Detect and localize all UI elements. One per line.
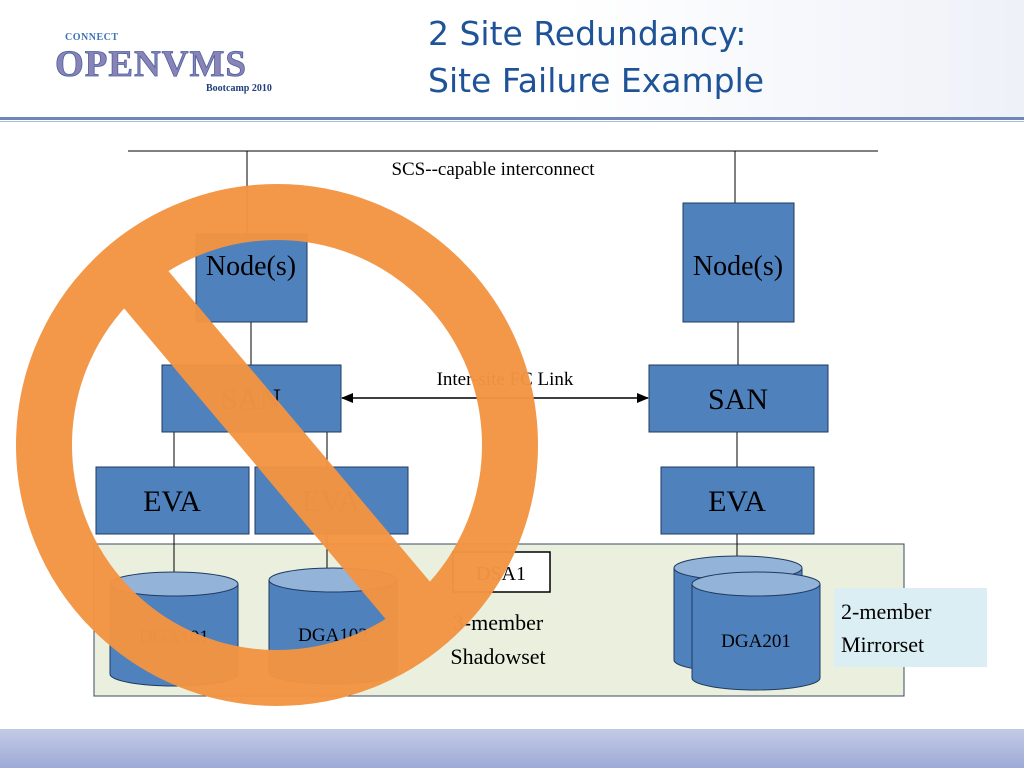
prohibited-sign-icon bbox=[16, 184, 538, 706]
disk-dga201: DGA201 bbox=[691, 571, 821, 691]
slide-title: 2 Site Redundancy: Site Failure Example bbox=[428, 10, 988, 104]
logo-brand-text: OPENVMS bbox=[55, 44, 247, 85]
title-line-2: Site Failure Example bbox=[428, 61, 765, 100]
logo-event-text: Bootcamp 2010 bbox=[206, 83, 272, 94]
left-eva1-label: EVA bbox=[143, 485, 201, 518]
mirrorset-line-2: Mirrorset bbox=[841, 632, 924, 657]
header-background bbox=[0, 0, 1024, 118]
shadowset-line-2: Shadowset bbox=[450, 644, 545, 669]
left-node-label: Node(s) bbox=[206, 251, 296, 282]
header-divider-thin bbox=[0, 121, 1024, 122]
right-node-label: Node(s) bbox=[693, 251, 783, 282]
footer-band bbox=[0, 729, 1024, 768]
right-eva-box bbox=[660, 466, 815, 535]
right-eva-label: EVA bbox=[708, 485, 766, 518]
right-node-box bbox=[682, 202, 795, 323]
title-line-1: 2 Site Redundancy: bbox=[428, 14, 747, 53]
right-san-label: SAN bbox=[708, 383, 768, 416]
interconnect-label: SCS--capable interconnect bbox=[391, 159, 595, 180]
openvms-logo: CONNECT OPENVMS Bootcamp 2010 bbox=[55, 32, 272, 94]
left-eva1-box bbox=[95, 466, 250, 535]
mirrorset-line-1: 2-member bbox=[841, 599, 932, 624]
mirrorset-box bbox=[834, 588, 987, 667]
header-divider bbox=[0, 117, 1024, 120]
logo-connect-text: CONNECT bbox=[65, 32, 119, 43]
right-san-box bbox=[648, 364, 829, 433]
disk-dga201-label: DGA201 bbox=[721, 631, 791, 652]
